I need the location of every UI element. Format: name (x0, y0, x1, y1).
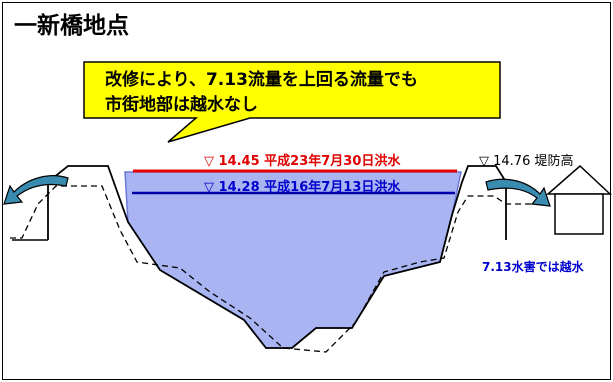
callout-line-1: 改修により、7.13流量を上回る流量でも (105, 70, 418, 90)
levee-crest-label: ▽ 14.76 堤防高 (479, 154, 574, 169)
callout-bubble (83, 61, 501, 143)
callout-text: 改修により、7.13流量を上回る流量でも 市街地部は越水なし (105, 68, 485, 118)
left-overflow-arrow-icon (3, 175, 69, 205)
channel-profile-solid (47, 165, 507, 349)
flood-overflow-note: 7.13水害では越水 (482, 260, 584, 274)
page-title: 一新橋地点 (14, 13, 129, 39)
house-icon (546, 164, 612, 235)
water-area (124, 171, 462, 349)
water-level-label-2011: ▽ 14.45 平成23年7月30日洪水 (204, 154, 401, 169)
channel-profile-dashed (10, 185, 534, 353)
water-level-label-2004: ▽ 14.28 平成16年7月13日洪水 (204, 180, 401, 195)
right-overflow-arrow-icon (485, 178, 551, 207)
callout-line-2: 市街地部は越水なし (105, 95, 258, 115)
